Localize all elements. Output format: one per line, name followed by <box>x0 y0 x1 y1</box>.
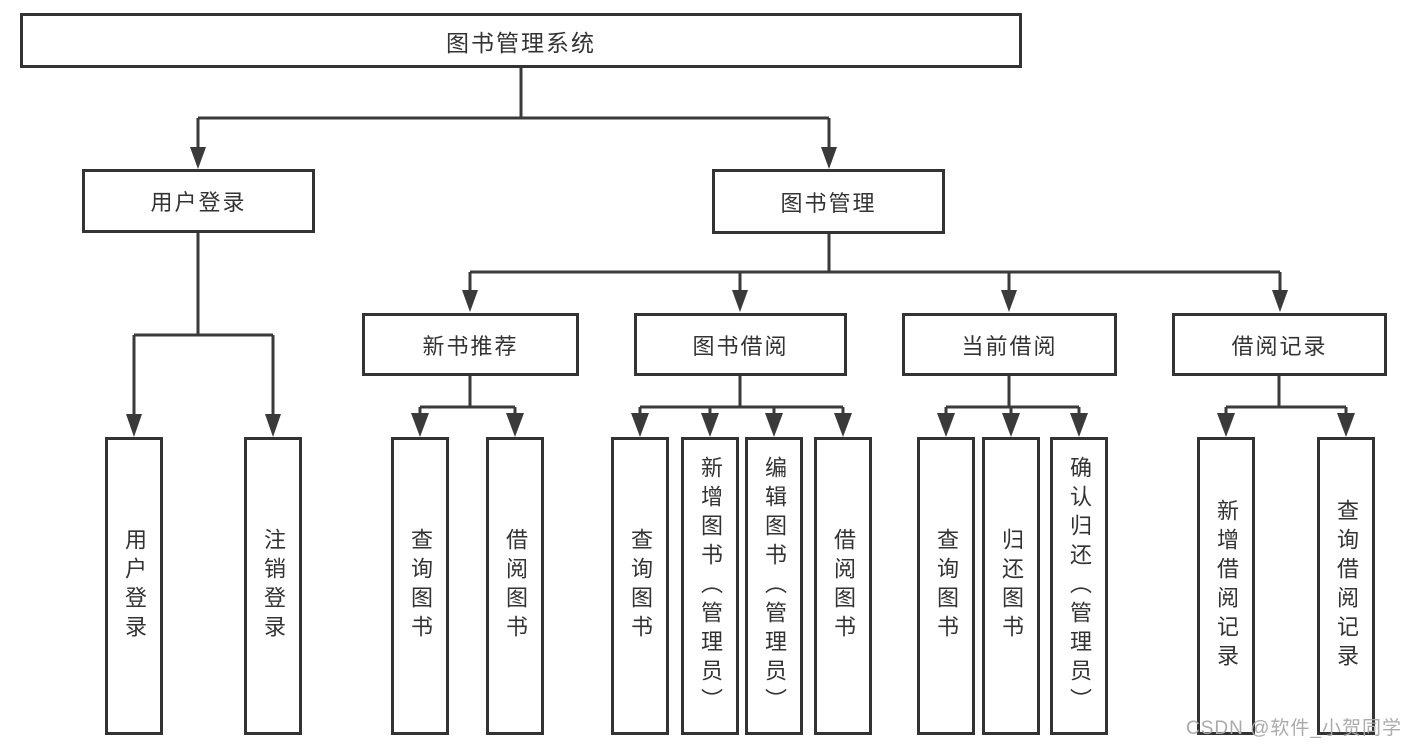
csdn-watermark: CSDN @软件_小贺同学 <box>1186 718 1402 739</box>
node-current-borrow: 当前借阅 <box>902 313 1117 376</box>
leaf-borrow-query: 查询图书 <box>611 437 669 735</box>
book-mgmt-connector <box>462 234 1288 312</box>
leaf-borrow-add-admin: 新增图书（管理员） <box>681 437 739 735</box>
node-new-book-recommend: 新书推荐 <box>362 313 579 376</box>
leaf-borrow-borrow: 借阅图书 <box>814 437 872 735</box>
borrow-records-connector <box>1217 376 1355 437</box>
leaf-borrow-edit-admin: 编辑图书（管理员） <box>745 437 803 735</box>
leaf-current-return: 归还图书 <box>982 437 1040 735</box>
leaf-logout: 注销登录 <box>244 437 302 735</box>
leaf-record-query: 查询借阅记录 <box>1317 437 1375 735</box>
leaf-current-confirm-admin: 确认归还（管理员） <box>1050 437 1108 735</box>
node-book-management: 图书管理 <box>712 169 945 234</box>
new-book-connector <box>411 376 524 437</box>
leaf-current-query: 查询图书 <box>917 437 975 735</box>
user-login-connector <box>126 233 281 437</box>
book-borrow-connector <box>631 376 852 437</box>
leaf-newbook-query: 查询图书 <box>391 437 449 735</box>
leaf-user-login: 用户登录 <box>105 437 163 735</box>
root-connector <box>190 68 837 169</box>
node-root-system: 图书管理系统 <box>20 13 1022 68</box>
current-borrow-connector <box>937 376 1088 437</box>
leaf-record-add: 新增借阅记录 <box>1197 437 1255 735</box>
node-user-login: 用户登录 <box>82 169 315 233</box>
node-borrow-records: 借阅记录 <box>1172 313 1387 376</box>
leaf-newbook-borrow: 借阅图书 <box>486 437 544 735</box>
node-book-borrow: 图书借阅 <box>634 313 847 376</box>
